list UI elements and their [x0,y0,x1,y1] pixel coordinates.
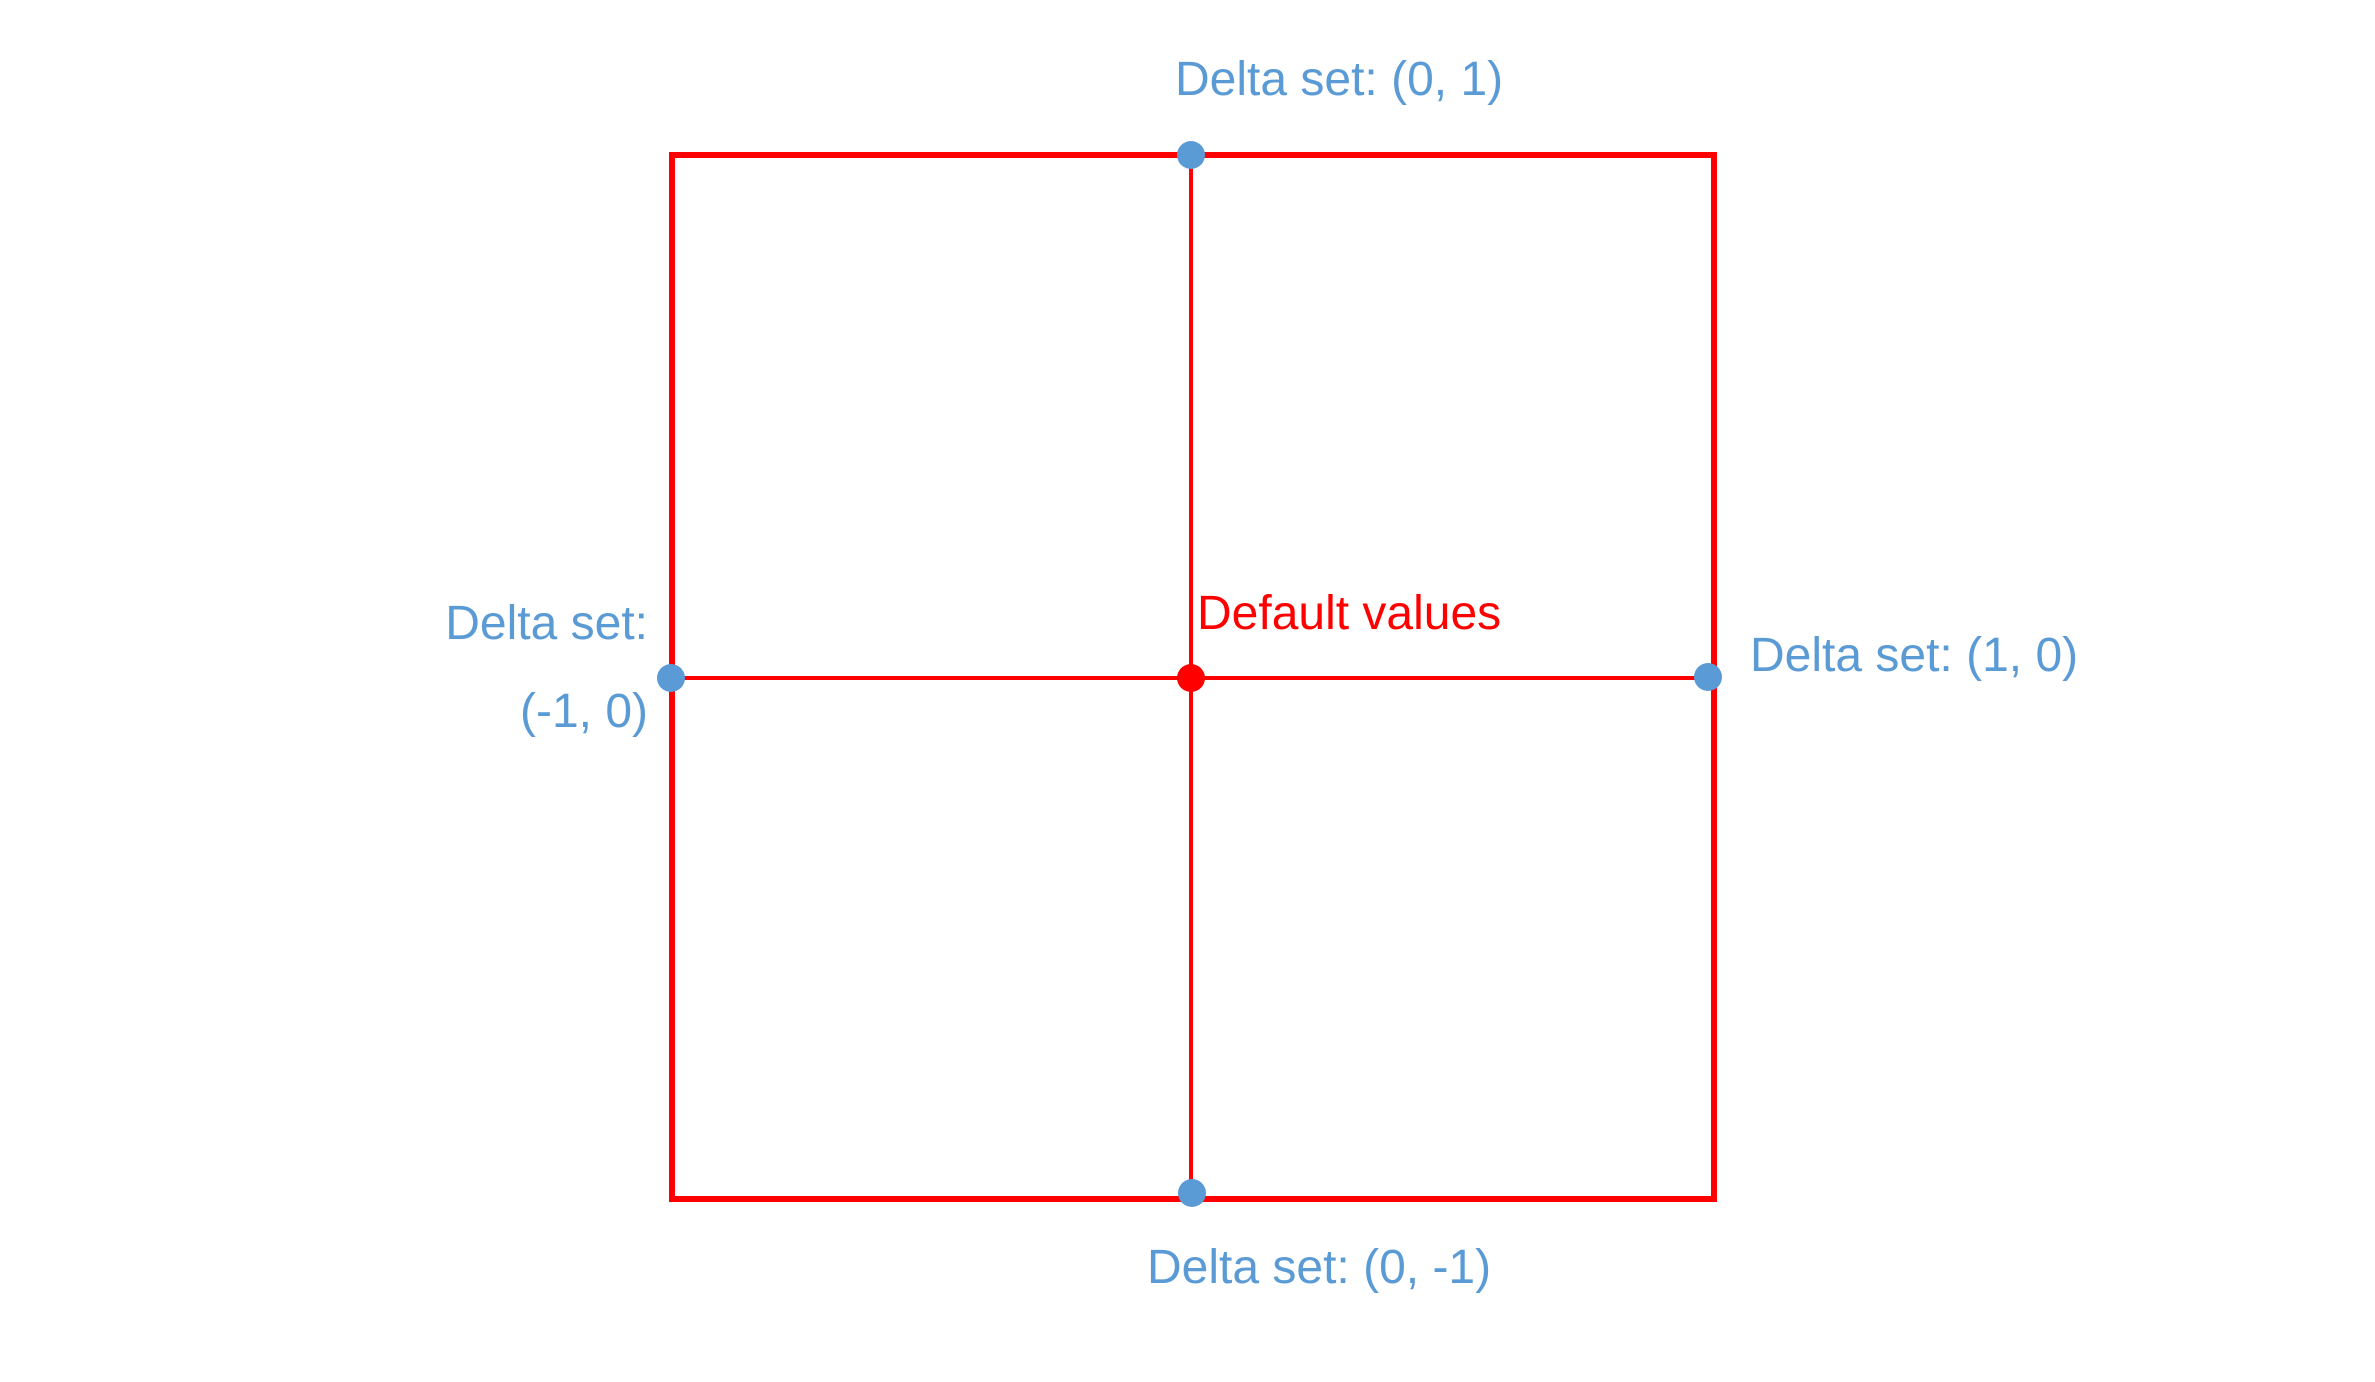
point-top-dot [1177,141,1205,169]
point-bottom-dot [1178,1179,1206,1207]
label-left-delta-set: Delta set: (-1, 0) [445,580,648,756]
label-right-delta-set: Delta set: (1, 0) [1750,629,2079,682]
label-bottom-delta-set: Delta set: (0, -1) [1147,1241,1492,1294]
label-top-delta-set: Delta set: (0, 1) [1175,53,1504,106]
label-center-default-values: Default values [1197,587,1502,640]
label-left-line1: Delta set: [445,597,648,650]
point-left-dot [657,664,685,692]
point-center-dot [1177,664,1205,692]
point-right-dot [1694,663,1722,691]
label-left-line2: (-1, 0) [519,685,648,738]
